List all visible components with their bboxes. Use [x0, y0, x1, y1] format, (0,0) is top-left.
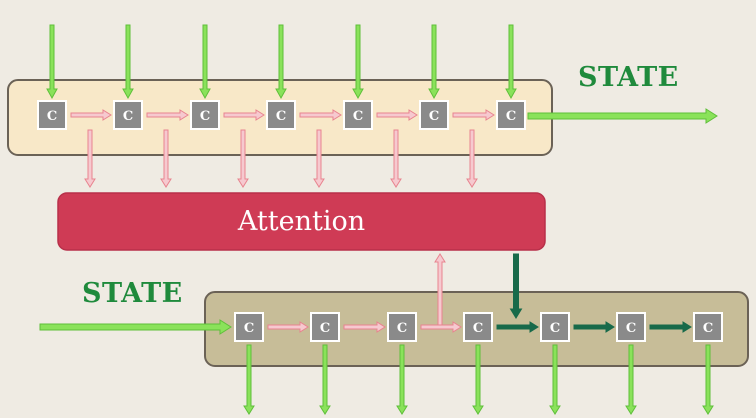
encoder-input-arrow: [505, 24, 517, 100]
decoder-state-label: STATE: [82, 278, 183, 309]
decoder-output-arrow-down: [549, 344, 561, 415]
decoder-cell-box: [540, 312, 570, 342]
decoder-output-arrow-down: [472, 344, 484, 415]
encoder-cell-label: C: [200, 109, 210, 124]
encoder-cell-box: [113, 100, 143, 130]
encoder-cell-box: [343, 100, 373, 130]
attention-block: [57, 192, 546, 251]
encoder-to-attention-arrow: [466, 129, 478, 188]
encoder-state-arrow: [527, 108, 718, 124]
decoder-cell-box: [616, 312, 646, 342]
decoder-cell-label: C: [320, 321, 330, 336]
decoder-cell-label: C: [244, 321, 254, 336]
decoder-output-arrow: [573, 321, 615, 333]
decoder-output-arrow-down: [702, 344, 714, 415]
decoder-cell-label: C: [550, 321, 560, 336]
decoder-cell-box: [387, 312, 417, 342]
encoder-cell-label: C: [506, 109, 516, 124]
decoder-output-arrow-down: [319, 344, 331, 415]
encoder-to-attention-arrow: [390, 129, 402, 188]
decoder-output-arrow: [649, 321, 692, 333]
decoder-cell-box: [234, 312, 264, 342]
encoder-input-arrow: [46, 24, 58, 100]
encoder-input-arrow: [428, 24, 440, 100]
encoder-cell-box: [496, 100, 526, 130]
encoder-hidden-arrow: [70, 109, 112, 121]
decoder-output-arrow-down: [243, 344, 255, 415]
decoder-output-arrow: [496, 321, 539, 333]
decoder-hidden-arrow: [343, 321, 386, 333]
decoder-cell-label: C: [703, 321, 713, 336]
encoder-cell-box: [419, 100, 449, 130]
encoder-input-arrow: [199, 24, 211, 100]
encoder-state-label: STATE: [578, 62, 679, 93]
encoder-input-arrow: [352, 24, 364, 100]
encoder-cell-label: C: [353, 109, 363, 124]
decoder-query-arrow: [434, 253, 446, 326]
encoder-to-attention-arrow: [84, 129, 96, 188]
encoder-to-attention-arrow: [313, 129, 325, 188]
encoder-cell-label: C: [123, 109, 133, 124]
encoder-hidden-arrow: [452, 109, 495, 121]
encoder-hidden-arrow: [146, 109, 189, 121]
encoder-hidden-arrow: [376, 109, 418, 121]
encoder-to-attention-arrow: [237, 129, 249, 188]
encoder-cell-label: C: [276, 109, 286, 124]
encoder-hidden-arrow: [299, 109, 342, 121]
decoder-cell-box: [310, 312, 340, 342]
decoder-hidden-arrow: [267, 321, 309, 333]
encoder-hidden-arrow: [223, 109, 265, 121]
encoder-cell-label: C: [47, 109, 57, 124]
decoder-hidden-arrow: [420, 321, 462, 333]
decoder-cell-label: C: [626, 321, 636, 336]
encoder-cell-box: [190, 100, 220, 130]
encoder-input-arrow: [122, 24, 134, 100]
decoder-cell-box: [693, 312, 723, 342]
decoder-output-arrow-down: [396, 344, 408, 415]
encoder-to-attention-arrow: [160, 129, 172, 188]
decoder-cell-box: [463, 312, 493, 342]
attention-context-arrow: [509, 253, 523, 319]
encoder-cell-box: [37, 100, 67, 130]
decoder-cell-label: C: [473, 321, 483, 336]
encoder-cell-box: [266, 100, 296, 130]
encoder-input-arrow: [275, 24, 287, 100]
encoder-cell-label: C: [429, 109, 439, 124]
decoder-output-arrow-down: [625, 344, 637, 415]
decoder-cell-label: C: [397, 321, 407, 336]
decoder-state-arrow: [39, 319, 232, 335]
